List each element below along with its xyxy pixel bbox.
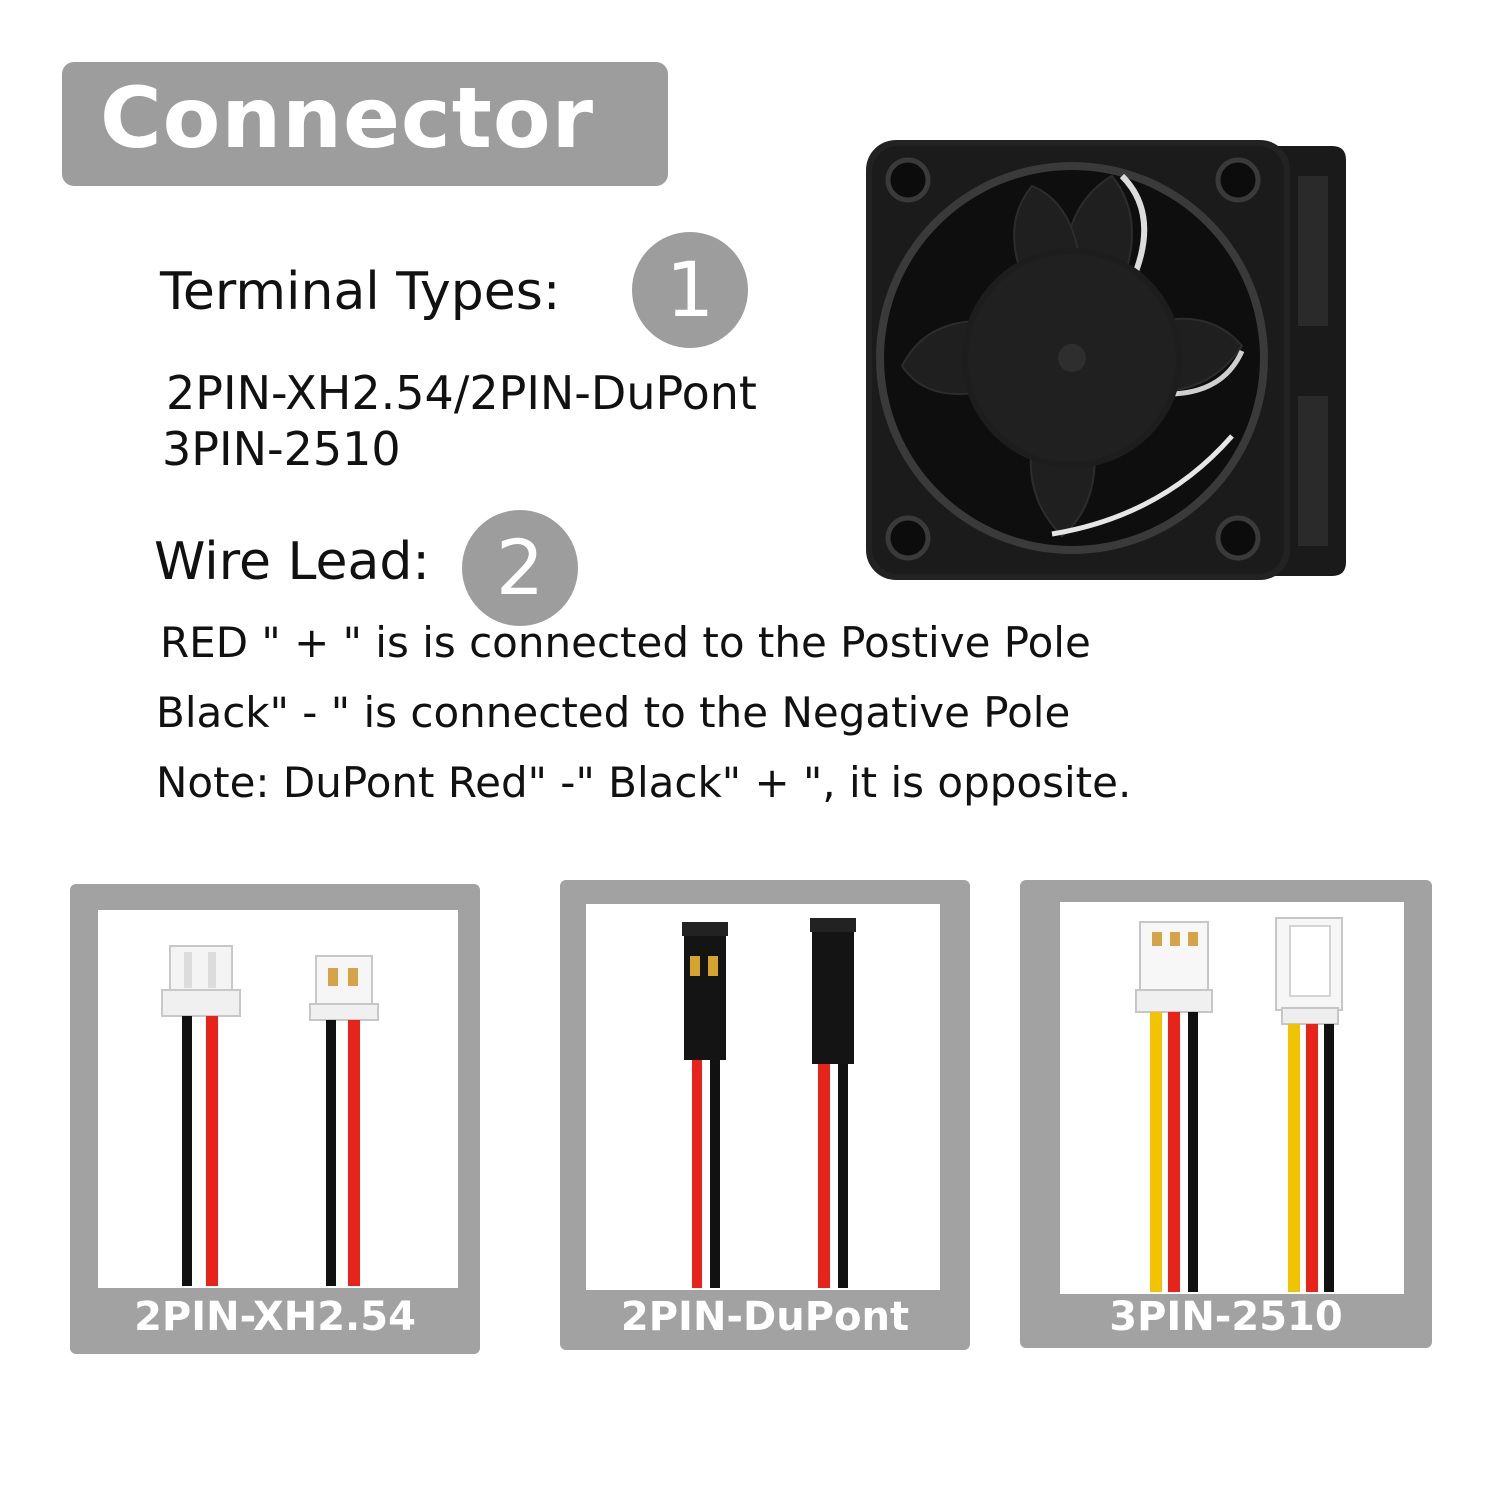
connector-card-2510: 3PIN-2510 — [1020, 880, 1432, 1348]
wire-note-red: RED " + " is is connected to the Postive… — [160, 618, 1091, 667]
number-badge-2: 2 — [462, 510, 578, 626]
connector-illustration-2510 — [1060, 902, 1404, 1294]
connector-card-dupont: 2PIN-DuPont — [560, 880, 970, 1350]
connector-label-dupont: 2PIN-DuPont — [620, 1294, 910, 1340]
number-badge-1: 1 — [632, 232, 748, 348]
connector-illustration-xh254 — [98, 910, 458, 1288]
wire-note-dupont: Note: DuPont Red" -" Black" + ", it is o… — [156, 758, 1132, 807]
connector-illustration-dupont — [586, 904, 940, 1290]
page-title: Connector — [100, 69, 595, 167]
fan-image — [862, 136, 1352, 586]
terminal-types-heading: Terminal Types: — [160, 262, 561, 322]
terminal-type-line-2: 3PIN-2510 — [162, 422, 401, 476]
terminal-type-line-1: 2PIN-XH2.54/2PIN-DuPont — [166, 366, 757, 420]
connector-label-2510: 3PIN-2510 — [1109, 1294, 1343, 1340]
connector-card-xh254: 2PIN-XH2.54 — [70, 884, 480, 1354]
title-banner — [62, 62, 668, 186]
wire-lead-heading: Wire Lead: — [154, 532, 430, 592]
connector-label-xh254: 2PIN-XH2.54 — [134, 1294, 416, 1340]
wire-note-black: Black" - " is connected to the Negative … — [156, 688, 1071, 737]
